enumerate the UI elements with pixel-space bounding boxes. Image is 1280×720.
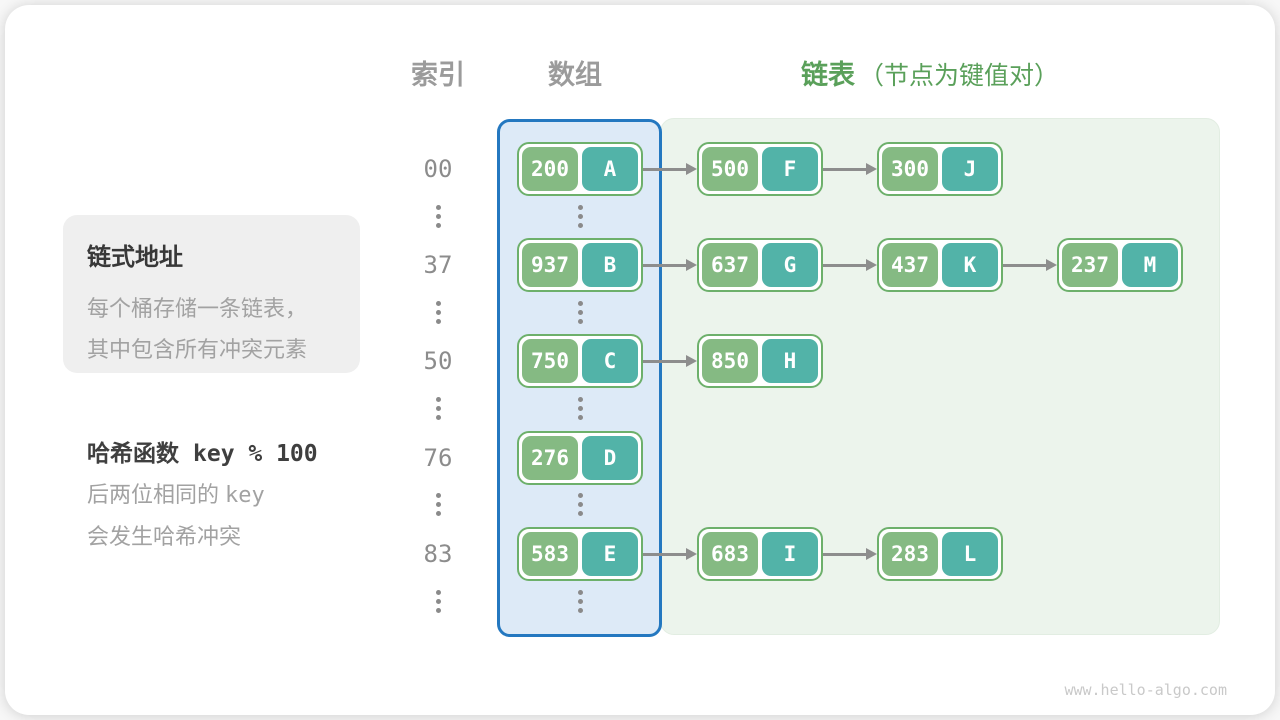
ellipsis-icon (577, 397, 583, 420)
ellipsis-icon (577, 590, 583, 613)
node-value: M (1122, 243, 1178, 287)
hash-formula: key % 100 (193, 441, 318, 467)
pointer-arrow-icon (1003, 259, 1057, 271)
node-key: 300 (882, 147, 938, 191)
chain-node: 500 F (697, 142, 823, 196)
index-label: 76 (423, 444, 453, 472)
node-key: 200 (522, 147, 578, 191)
ellipsis-icon (577, 205, 583, 228)
node-value: E (582, 532, 638, 576)
ellipsis-icon (577, 493, 583, 516)
node-value: F (762, 147, 818, 191)
chain-node: 300 J (877, 142, 1003, 196)
node-value: D (582, 436, 638, 480)
node-value: G (762, 243, 818, 287)
node-value: C (582, 339, 638, 383)
chain-node: 850 H (697, 334, 823, 388)
chain-node: 437 K (877, 238, 1003, 292)
chain-node: 683 I (697, 527, 823, 581)
ellipsis-icon (435, 205, 441, 228)
node-value: J (942, 147, 998, 191)
index-label: 00 (423, 155, 453, 183)
node-key: 750 (522, 339, 578, 383)
hash-function-line: 会发生哈希冲突 (87, 524, 242, 549)
node-value: B (582, 243, 638, 287)
node-value: L (942, 532, 998, 576)
ellipsis-icon (577, 301, 583, 324)
node-key: 276 (522, 436, 578, 480)
node-value: I (762, 532, 818, 576)
bucket-node: 937 B (517, 238, 643, 292)
array-column-header: 数组 (548, 60, 602, 90)
index-label: 50 (423, 347, 453, 375)
index-column-header: 索引 (411, 60, 465, 90)
node-key: 683 (702, 532, 758, 576)
bucket-node: 583 E (517, 527, 643, 581)
pointer-arrow-icon (643, 548, 697, 560)
node-key: 583 (522, 532, 578, 576)
ellipsis-icon (435, 397, 441, 420)
bucket-node: 276 D (517, 431, 643, 485)
chain-node: 637 G (697, 238, 823, 292)
concept-panel: 链式地址 每个桶存储一条链表， 其中包含所有冲突元素 (63, 215, 360, 373)
ellipsis-icon (435, 301, 441, 324)
node-key: 500 (702, 147, 758, 191)
pointer-arrow-icon (643, 163, 697, 175)
node-value: K (942, 243, 998, 287)
ellipsis-icon (435, 493, 441, 516)
node-value: A (582, 147, 638, 191)
node-key: 637 (702, 243, 758, 287)
pointer-arrow-icon (643, 355, 697, 367)
pointer-arrow-icon (823, 163, 877, 175)
watermark: www.hello-algo.com (1064, 681, 1227, 699)
index-label: 83 (423, 540, 453, 568)
node-key: 237 (1062, 243, 1118, 287)
chain-node: 283 L (877, 527, 1003, 581)
node-key: 937 (522, 243, 578, 287)
diagram-card: 索引 数组 链表（节点为键值对） 00 37 50 76 83 200 A 50… (5, 5, 1275, 715)
linked-list-column-header: 链表（节点为键值对） (801, 57, 1221, 93)
ellipsis-icon (435, 590, 441, 613)
linked-list-header-label: 链表 (801, 60, 855, 90)
concept-panel-line: 其中包含所有冲突元素 (87, 337, 308, 362)
node-value: H (762, 339, 818, 383)
pointer-arrow-icon (643, 259, 697, 271)
node-key: 437 (882, 243, 938, 287)
concept-panel-line: 每个桶存储一条链表， (87, 296, 308, 321)
chain-node: 237 M (1057, 238, 1183, 292)
node-key: 283 (882, 532, 938, 576)
concept-panel-title: 链式地址 (87, 244, 183, 271)
index-label: 37 (423, 251, 453, 279)
pointer-arrow-icon (823, 259, 877, 271)
node-key: 850 (702, 339, 758, 383)
bucket-node: 200 A (517, 142, 643, 196)
pointer-arrow-icon (823, 548, 877, 560)
linked-list-header-note: （节点为键值对） (859, 62, 1060, 90)
bucket-node: 750 C (517, 334, 643, 388)
